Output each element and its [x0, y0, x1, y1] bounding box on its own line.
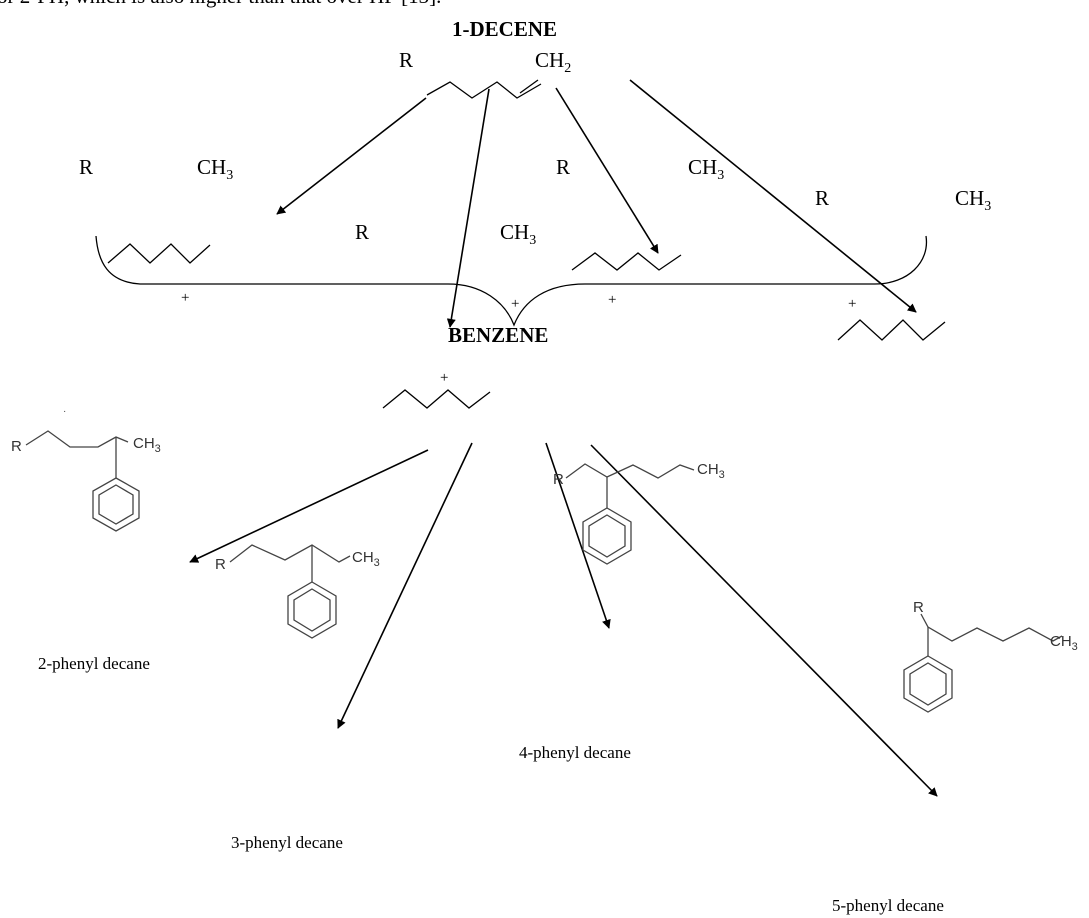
product-5-phenyl-structure: R CH3: [903, 599, 1078, 713]
alkene-name: 1-DECENE: [452, 17, 557, 41]
plus-2: +: [511, 296, 519, 312]
reaction-arrows: [189, 79, 938, 797]
cation3-ch3-label: CH3: [688, 155, 724, 183]
plus-5: +: [440, 370, 448, 386]
caption-2-phenyl-decane: 2-phenyl decane: [38, 654, 150, 673]
cation1-ch3-label: CH3: [197, 155, 233, 183]
cation4-ch3-label: CH3: [955, 186, 991, 214]
svg-text:CH3: CH3: [133, 435, 161, 455]
caption-3-phenyl-decane: 3-phenyl decane: [231, 833, 343, 852]
aromatic-name: BENZENE: [448, 323, 548, 347]
benzene-chain: [382, 389, 491, 409]
decene-r-label: R: [399, 48, 413, 72]
plus-1: +: [181, 290, 189, 306]
svg-text:CH3: CH3: [1050, 633, 1078, 653]
decene-chain: [426, 79, 542, 99]
cation2-r-label: R: [355, 220, 369, 244]
arrow-decene-to-cation4: [629, 79, 917, 313]
caption-5-phenyl-decane: 5-phenyl decane: [832, 896, 944, 915]
product-3-phenyl-structure: R CH3: [215, 544, 380, 639]
arrow-to-2-phenyl: [189, 449, 429, 563]
stray-dot: ·: [63, 406, 66, 417]
arrow-decene-to-benzene: [446, 88, 490, 328]
arrow-to-3-phenyl: [337, 442, 473, 729]
struct-b-r-label: R: [215, 556, 226, 573]
product-2-phenyl-structure: · R CH3: [11, 406, 161, 532]
cation4-chain: [837, 319, 946, 341]
struct-a-r-label: R: [11, 438, 22, 455]
arrow-decene-to-cation1: [276, 97, 427, 215]
cation1-chain: [107, 243, 211, 264]
svg-text:CH3: CH3: [697, 461, 725, 481]
cation3-r-label: R: [556, 155, 570, 179]
product-brace: [95, 235, 928, 327]
plus-4: +: [848, 296, 856, 312]
product-4-phenyl-structure: R CH3: [553, 461, 725, 565]
cation1-r-label: R: [79, 155, 93, 179]
arrow-to-5-phenyl: [590, 444, 938, 797]
arrow-to-4-phenyl: [545, 442, 611, 629]
cation4-r-label: R: [815, 186, 829, 210]
header-fragment: for 2-PH, which is also higher than that…: [0, 0, 441, 8]
plus-3: +: [608, 292, 616, 308]
decene-ch2-label: CH2: [535, 48, 571, 76]
svg-text:CH3: CH3: [352, 549, 380, 569]
caption-4-phenyl-decane: 4-phenyl decane: [519, 743, 631, 762]
struct-c-r-label: R: [553, 471, 564, 488]
struct-d-r-label: R: [913, 599, 924, 616]
cation3-chain: [571, 252, 682, 271]
cation2-ch3-label: CH3: [500, 220, 536, 248]
arrow-decene-to-cation3: [555, 87, 659, 254]
